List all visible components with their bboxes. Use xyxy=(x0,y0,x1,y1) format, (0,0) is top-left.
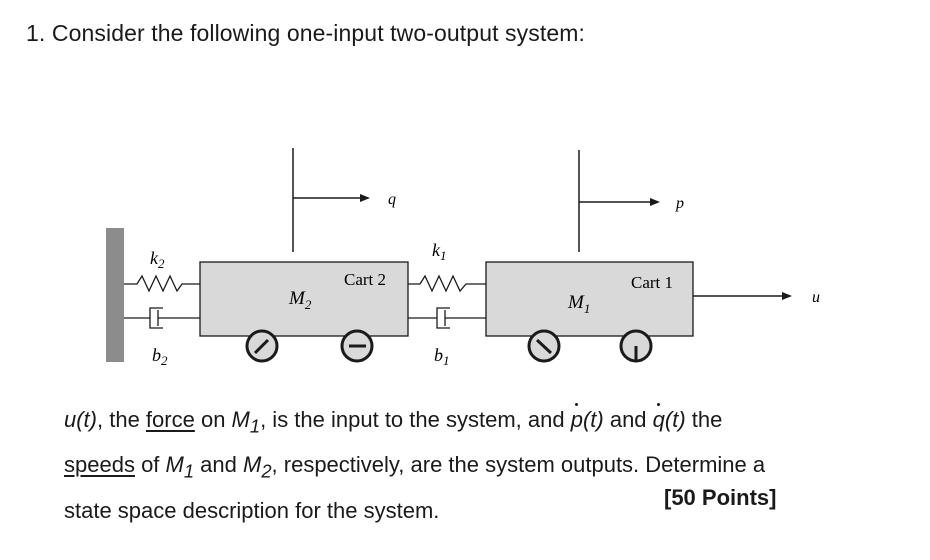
spring-k1 xyxy=(408,274,486,293)
cart1-label: Cart 1 xyxy=(631,273,673,292)
spring-k1-label: k1 xyxy=(432,240,447,263)
input-u-label: u xyxy=(812,289,820,306)
text-fragment: and xyxy=(194,452,243,478)
mass1-label: M1 xyxy=(567,292,590,316)
q-dot-text: q(t) xyxy=(653,403,686,432)
text-fragment: on xyxy=(194,407,232,432)
question-title-text: Consider the following one-input two-out… xyxy=(51,20,585,46)
statement-line-3: state space description for the system. xyxy=(64,491,894,530)
mass-m1-text: M1 xyxy=(165,452,195,482)
cart2-body xyxy=(199,261,409,337)
cart2-wheel-left xyxy=(245,329,279,363)
force-underlined: force xyxy=(145,407,195,432)
damper-b1 xyxy=(408,307,486,329)
text-fragment: and xyxy=(603,407,653,432)
statement-line-1: u(t), the force on M1, is the input to t… xyxy=(64,400,894,445)
question-title: 1. Consider the following one-input two-… xyxy=(26,20,585,47)
mass2-label: M2 xyxy=(288,288,312,312)
cart2-label: Cart 2 xyxy=(344,270,386,289)
text-fragment: the xyxy=(685,407,723,432)
position-q-label: q xyxy=(388,191,396,208)
damper-b2-label: b2 xyxy=(152,345,168,368)
cart1-body xyxy=(485,261,694,337)
cart2-wheel-right xyxy=(340,329,374,363)
damper-b2 xyxy=(124,307,200,329)
question-number: 1. xyxy=(26,20,46,46)
position-p-label: p xyxy=(675,195,684,212)
text-fragment: , the xyxy=(97,407,146,432)
cart1-wheel-right xyxy=(619,329,653,363)
text-fragment: state space description for the system. xyxy=(64,497,440,523)
spring-k2-label: k2 xyxy=(150,248,165,271)
statement-line-2: speeds of M1 and M2, respectively, are t… xyxy=(64,445,894,490)
cart1-wheel-left xyxy=(527,329,561,363)
text-fragment: of xyxy=(134,452,166,478)
position-marker-p xyxy=(578,150,660,252)
damper-b1-label: b1 xyxy=(434,345,450,368)
mass-m1-text: M1 xyxy=(231,407,261,437)
mass-m2-text: M2 xyxy=(243,452,272,482)
wall xyxy=(106,228,124,362)
spring-k2 xyxy=(124,274,200,293)
two-cart-system-diagram: k2 b2 k1 b1 Cart 2 Cart 1 M2 M1 q p u xyxy=(106,148,820,368)
problem-statement: u(t), the force on M1, is the input to t… xyxy=(64,400,894,530)
input-force-arrow xyxy=(693,292,792,300)
input-u-text: u(t) xyxy=(64,407,97,432)
speeds-underlined: speeds xyxy=(64,452,135,478)
p-dot-text: p(t) xyxy=(571,403,604,432)
text-fragment: , is the input to the system, and xyxy=(260,407,571,432)
position-marker-q xyxy=(292,148,370,252)
text-fragment: , respectively, are the system outputs. … xyxy=(271,452,766,478)
points-label: [50 Points] xyxy=(664,485,777,510)
